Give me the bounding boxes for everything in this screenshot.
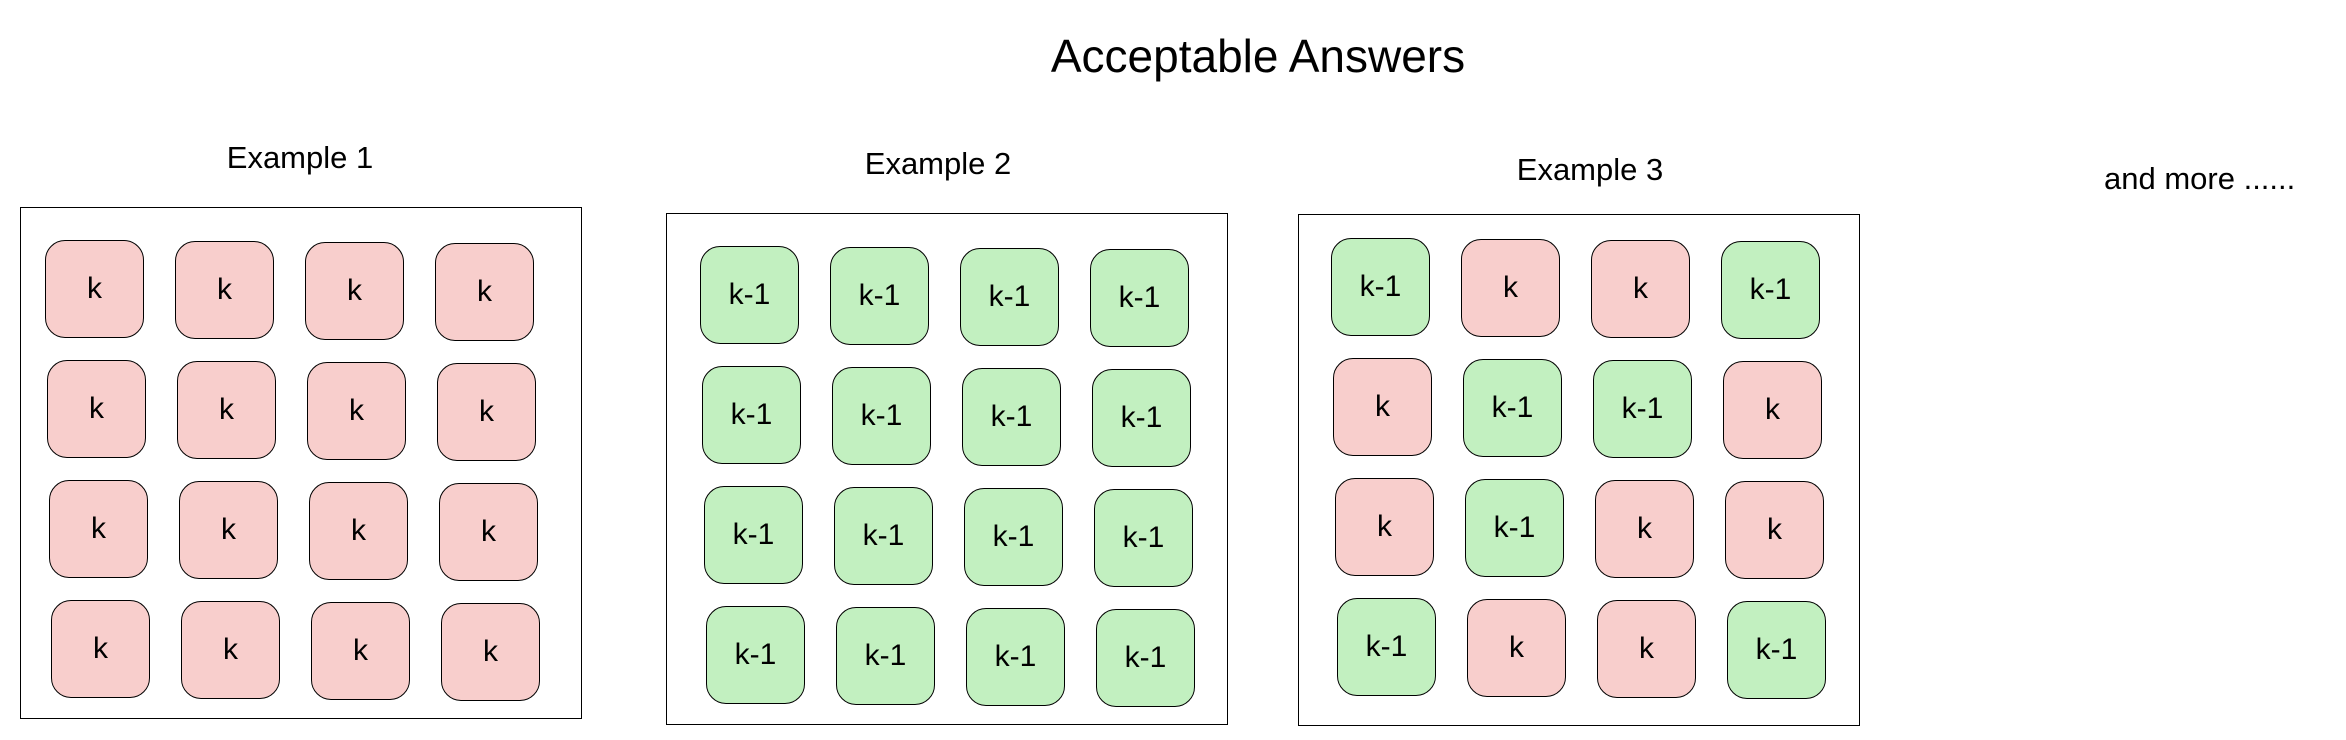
- example-1-panel: [20, 207, 582, 719]
- example-2-cell-r2c1: k-1: [702, 366, 801, 464]
- example-1-cell-r2c4: k: [437, 363, 536, 461]
- and-more-text: and more ......: [2104, 161, 2296, 196]
- example-3-cell-r4c2: k: [1467, 599, 1566, 697]
- example-1-cell-r4c3: k: [311, 602, 410, 700]
- example-1-cell-r3c4: k: [439, 483, 538, 581]
- example-2-cell-r1c4: k-1: [1090, 249, 1189, 347]
- example-3-cell-r1c4: k-1: [1721, 241, 1820, 339]
- example-2-cell-r2c2: k-1: [832, 367, 931, 465]
- example-2-cell-r1c1: k-1: [700, 246, 799, 344]
- example-2-cell-r2c4: k-1: [1092, 369, 1191, 467]
- example-1-cell-r4c1: k: [51, 600, 150, 698]
- example-2-cell-r1c2: k-1: [830, 247, 929, 345]
- example-2-cell-r4c3: k-1: [966, 608, 1065, 706]
- example-1-cell-r1c4: k: [435, 243, 534, 341]
- example-3-cell-r2c2: k-1: [1463, 359, 1562, 457]
- example-3-label: Example 3: [1516, 152, 1664, 187]
- example-1-cell-r3c1: k: [49, 480, 148, 578]
- example-1-cell-r1c3: k: [305, 242, 404, 340]
- example-1-cell-r2c1: k: [47, 360, 146, 458]
- example-2-cell-r2c3: k-1: [962, 368, 1061, 466]
- example-3-cell-r4c1: k-1: [1337, 598, 1436, 696]
- example-3-cell-r1c2: k: [1461, 239, 1560, 337]
- example-2-cell-r3c3: k-1: [964, 488, 1063, 586]
- example-2-cell-r4c2: k-1: [836, 607, 935, 705]
- example-3-cell-r2c3: k-1: [1593, 360, 1692, 458]
- example-3-cell-r3c4: k: [1725, 481, 1824, 579]
- example-1-cell-r3c3: k: [309, 482, 408, 580]
- example-2-cell-r3c1: k-1: [704, 486, 803, 584]
- example-1-cell-r3c2: k: [179, 481, 278, 579]
- example-2-cell-r4c1: k-1: [706, 606, 805, 704]
- example-3-cell-r3c2: k-1: [1465, 479, 1564, 577]
- example-3-panel: [1298, 214, 1860, 726]
- example-1-cell-r4c4: k: [441, 603, 540, 701]
- example-1-cell-r1c2: k: [175, 241, 274, 339]
- example-1-cell-r2c2: k: [177, 361, 276, 459]
- example-2-label: Example 2: [864, 146, 1012, 181]
- example-2-cell-r4c4: k-1: [1096, 609, 1195, 707]
- example-3-cell-r3c1: k: [1335, 478, 1434, 576]
- example-3-cell-r1c3: k: [1591, 240, 1690, 338]
- example-1-cell-r2c3: k: [307, 362, 406, 460]
- example-2-cell-r3c2: k-1: [834, 487, 933, 585]
- diagram-title: Acceptable Answers: [1050, 30, 1466, 82]
- example-2-cell-r1c3: k-1: [960, 248, 1059, 346]
- example-3-cell-r3c3: k: [1595, 480, 1694, 578]
- example-3-cell-r4c3: k: [1597, 600, 1696, 698]
- example-3-cell-r2c4: k: [1723, 361, 1822, 459]
- example-2-panel: [666, 213, 1228, 725]
- example-3-cell-r2c1: k: [1333, 358, 1432, 456]
- example-2-cell-r3c4: k-1: [1094, 489, 1193, 587]
- example-1-cell-r4c2: k: [181, 601, 280, 699]
- example-1-cell-r1c1: k: [45, 240, 144, 338]
- example-3-cell-r4c4: k-1: [1727, 601, 1826, 699]
- example-3-cell-r1c1: k-1: [1331, 238, 1430, 336]
- example-1-label: Example 1: [226, 140, 374, 175]
